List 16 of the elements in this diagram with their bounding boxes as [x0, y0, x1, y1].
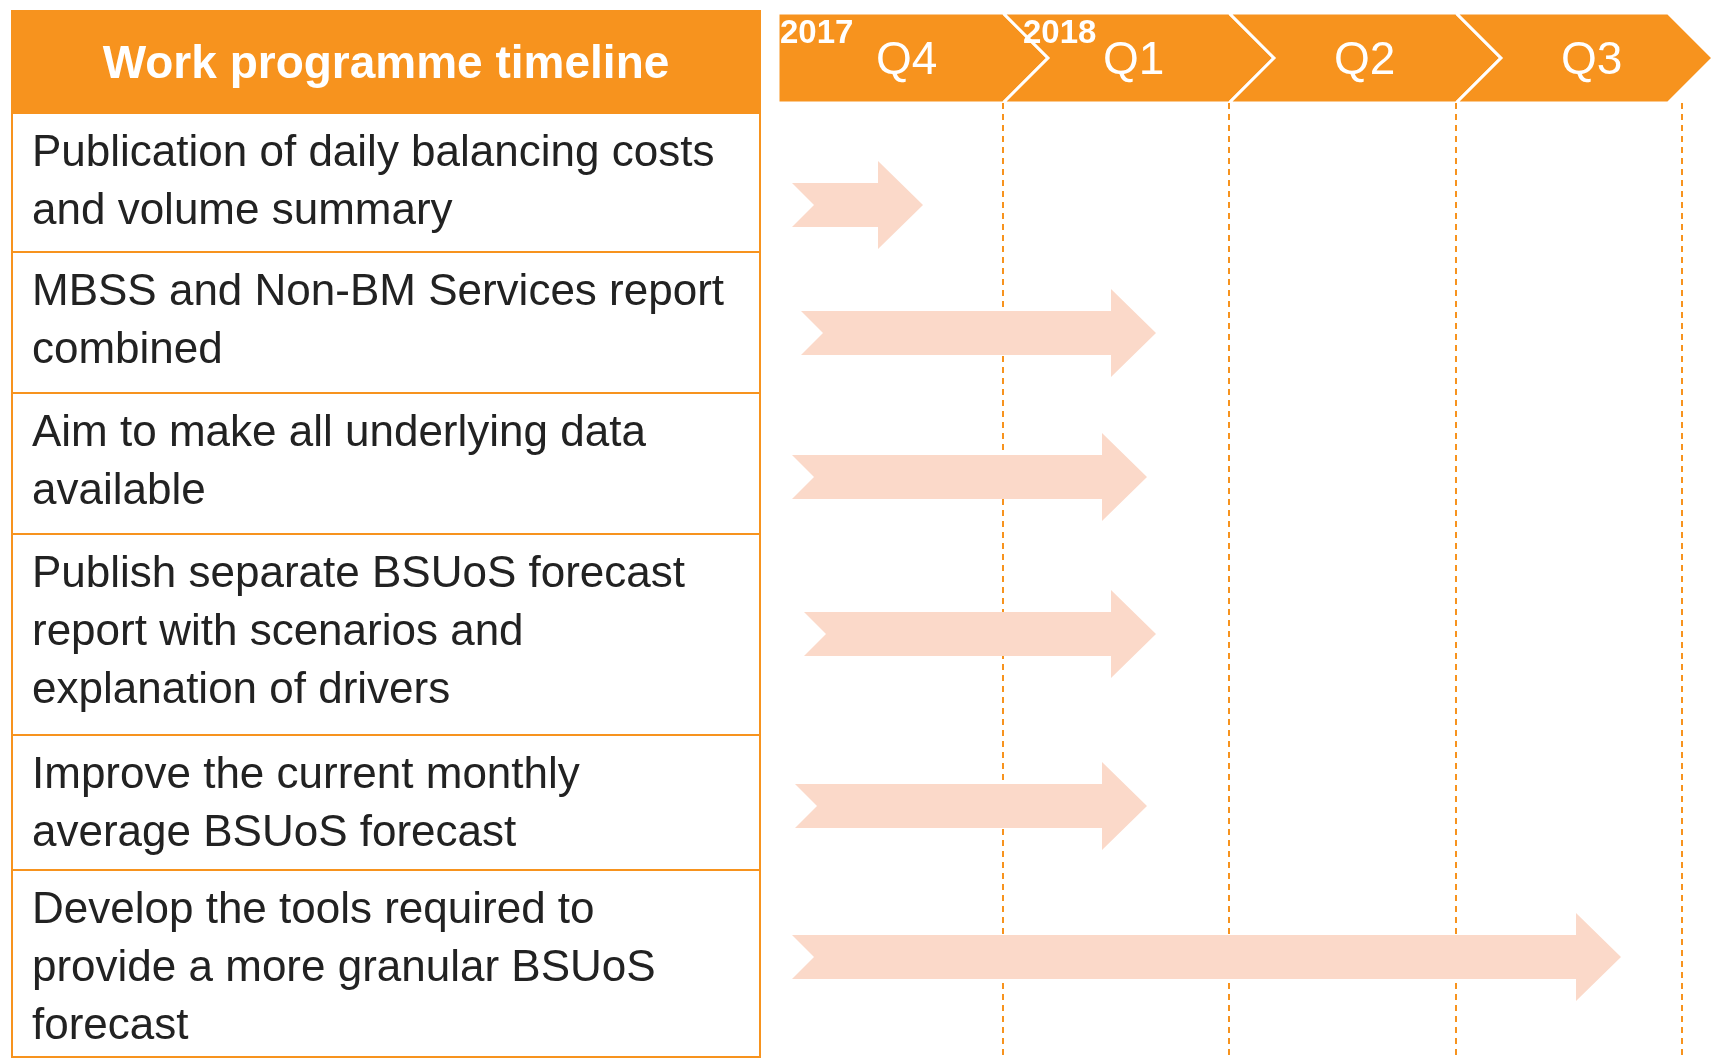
task-cell: Publication of daily balancing costs and volume summary: [12, 114, 760, 253]
quarter-header-band: [1003, 13, 1274, 103]
task-cell: Publish separate BSUoS forecast report with scenarios and explanation of drivers: [12, 535, 760, 736]
quarter-label: Q4: [876, 31, 938, 85]
quarter-header-band: [1456, 13, 1713, 103]
task-cell: Aim to make all underlying data available: [12, 394, 760, 535]
year-label: 2018: [1023, 13, 1097, 51]
task-cell: MBSS and Non-BM Services report combined: [12, 253, 760, 394]
task-cell: Develop the tools required to provide a more granular BSUoS forecast: [12, 871, 760, 1058]
task-cell: Improve the current monthly average BSUoS forecast: [12, 736, 760, 871]
quarter-header-band: [1229, 13, 1501, 103]
quarter-label: Q2: [1334, 31, 1396, 85]
quarter-label: Q3: [1561, 31, 1623, 85]
quarter-label: Q1: [1103, 31, 1165, 85]
table-header: Work programme timeline: [12, 10, 760, 114]
year-label: 2017: [780, 13, 854, 51]
